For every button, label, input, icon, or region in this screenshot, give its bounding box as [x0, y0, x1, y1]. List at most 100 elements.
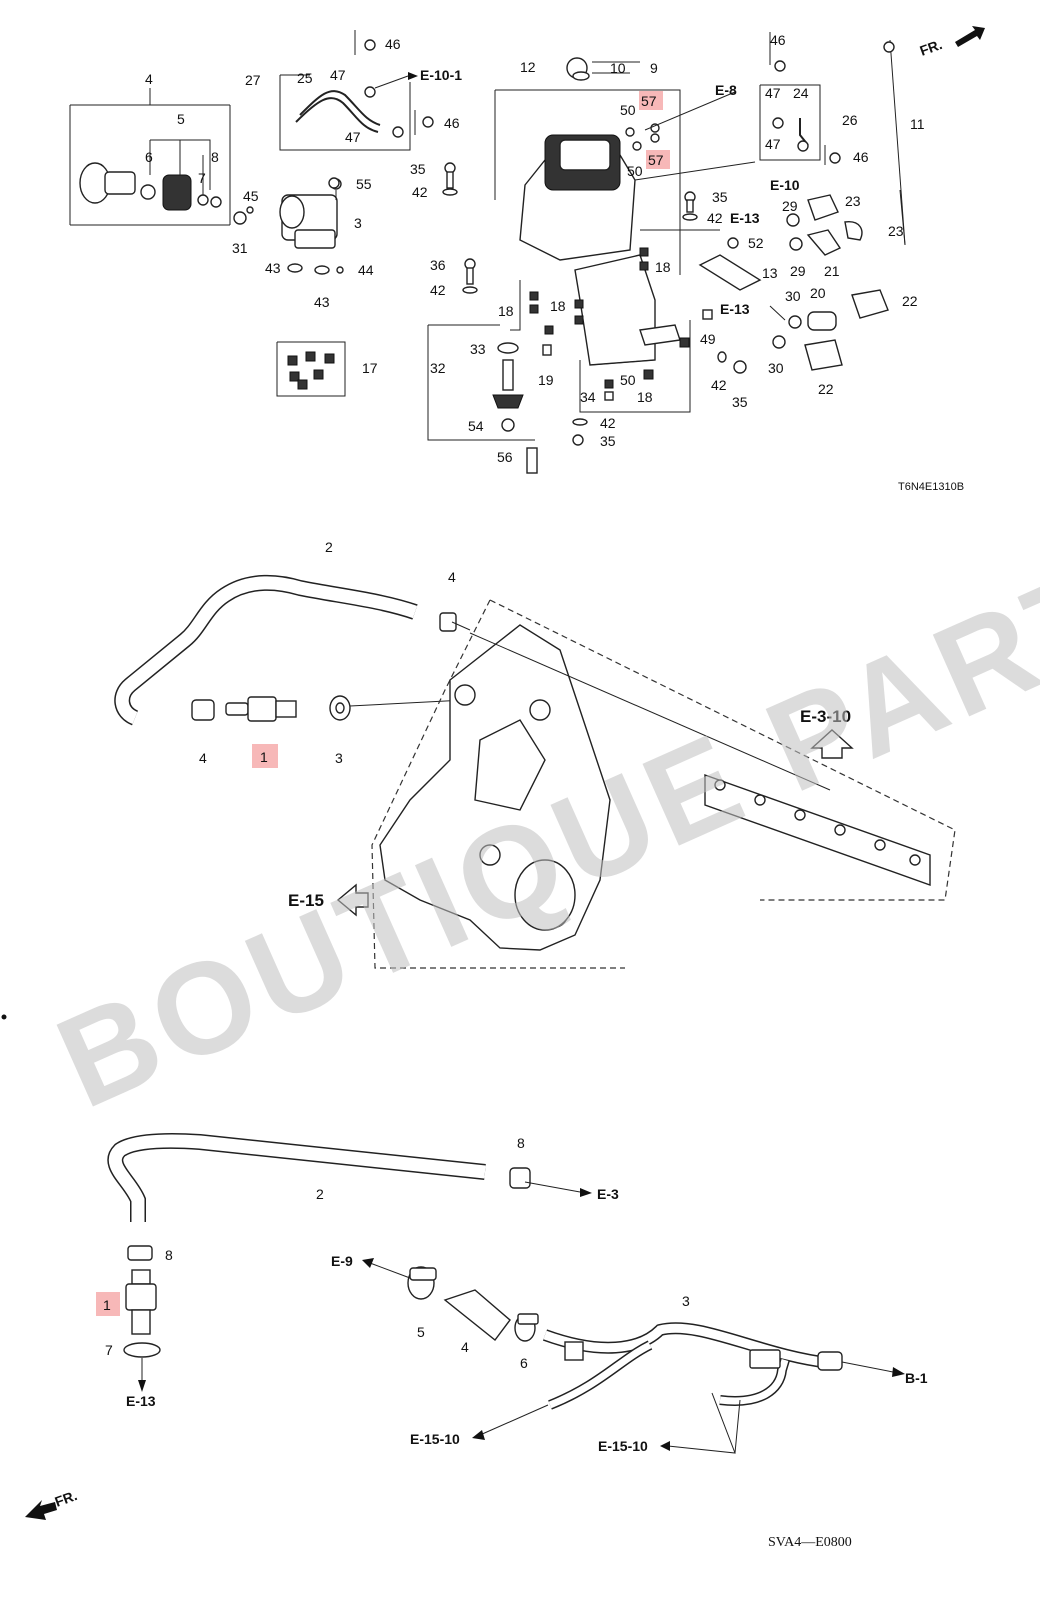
- callout-57-top: 57: [641, 93, 657, 109]
- callout-57-bottom: 57: [648, 152, 664, 168]
- svg-text:43: 43: [265, 260, 281, 276]
- highlight-part-1-lower: [96, 1292, 120, 1316]
- highlight-57-bottom: [646, 150, 670, 169]
- svg-text:25: 25: [297, 70, 313, 86]
- svg-text:19: 19: [538, 372, 554, 388]
- highlight-part-1: [252, 744, 278, 768]
- svg-text:18: 18: [550, 298, 566, 314]
- svg-text:47: 47: [345, 129, 361, 145]
- svg-text:7: 7: [198, 170, 206, 186]
- callout-hose-2-lower: 2: [316, 1186, 324, 1202]
- svg-text:26: 26: [842, 112, 858, 128]
- svg-text:22: 22: [818, 381, 834, 397]
- svg-text:42: 42: [711, 377, 727, 393]
- diagram-3: 8 2 8 1 7 5 4 6 3 E-3 E-9 E-13 B-1 E-15-…: [25, 1132, 928, 1550]
- svg-text:44: 44: [358, 262, 374, 278]
- callout-clamp-4-top: 4: [448, 569, 456, 585]
- svg-text:56: 56: [497, 449, 513, 465]
- callout-hose-2: 2: [325, 539, 333, 555]
- svg-text:52: 52: [748, 235, 764, 251]
- svg-text:18: 18: [498, 303, 514, 319]
- svg-text:13: 13: [762, 265, 778, 281]
- ref-e-10: E-10: [770, 177, 800, 193]
- front-direction-arrow: FR.: [918, 26, 985, 59]
- svg-text:30: 30: [785, 288, 801, 304]
- callout-clamp-5: 5: [417, 1324, 425, 1340]
- svg-text:50: 50: [627, 163, 643, 179]
- svg-text:18: 18: [655, 259, 671, 275]
- svg-text:50: 50: [620, 372, 636, 388]
- intake-manifold: [379, 624, 611, 951]
- svg-text:46: 46: [853, 149, 869, 165]
- ref-e-15-10-b: E-15-10: [598, 1438, 648, 1454]
- svg-text:29: 29: [790, 263, 806, 279]
- main-unit-12: [494, 57, 681, 366]
- svg-text:23: 23: [845, 193, 861, 209]
- ref-e-3: E-3: [597, 1186, 619, 1202]
- svg-text:42: 42: [412, 184, 428, 200]
- svg-text:11: 11: [910, 116, 925, 132]
- breather-hose-2: [108, 1134, 486, 1222]
- svg-text:35: 35: [600, 433, 616, 449]
- front-direction-arrow-lower: FR.: [25, 1487, 79, 1520]
- part-3-housing: [279, 178, 344, 275]
- callout-clamp-8-left: 8: [165, 1247, 173, 1263]
- svg-text:29: 29: [782, 198, 798, 214]
- svg-text:21: 21: [824, 263, 840, 279]
- callout-clamp-4-bottom: 4: [199, 750, 207, 766]
- group-4-box: [69, 88, 231, 226]
- svg-text:8: 8: [211, 149, 219, 165]
- washer-3: [329, 695, 466, 721]
- group-32-box: [427, 280, 691, 441]
- diagram-3-code: SVA4—E0800: [768, 1535, 852, 1550]
- clamp-8-left: [127, 1245, 153, 1261]
- svg-text:50: 50: [620, 102, 636, 118]
- svg-text:5: 5: [177, 111, 185, 127]
- svg-text:36: 36: [430, 257, 446, 273]
- ref-e-13-lower: E-13: [126, 1393, 156, 1409]
- hose-4: [443, 1289, 511, 1341]
- svg-text:9: 9: [650, 60, 658, 76]
- ref-e-15-10-a: E-15-10: [410, 1431, 460, 1447]
- parts-31-45: [233, 206, 254, 225]
- parts-46: [354, 30, 841, 165]
- ref-e-10-1: E-10-1: [420, 67, 462, 83]
- svg-text:46: 46: [444, 115, 460, 131]
- clamp-8-right: [509, 1167, 592, 1197]
- svg-text:30: 30: [768, 360, 784, 376]
- svg-text:31: 31: [232, 240, 248, 256]
- svg-text:46: 46: [770, 32, 786, 48]
- svg-text:22: 22: [902, 293, 918, 309]
- svg-text:35: 35: [410, 161, 426, 177]
- ref-e-13-b: E-13: [720, 301, 750, 317]
- callout-washer-7: 7: [105, 1342, 113, 1358]
- watermark: BOUTIQUE PARTS: [37, 499, 1040, 1136]
- callout-hose-4: 4: [461, 1339, 469, 1355]
- svg-text:47: 47: [765, 85, 781, 101]
- svg-text:42: 42: [707, 210, 723, 226]
- up-arrow-e-3-10: [810, 729, 854, 759]
- pcv-valve-1-lower: [123, 1269, 161, 1392]
- callout-tube-3: 3: [682, 1293, 690, 1309]
- svg-text:10: 10: [610, 60, 626, 76]
- callout-clamp-8-right: 8: [517, 1135, 525, 1151]
- svg-text:47: 47: [330, 67, 346, 83]
- svg-text:4: 4: [145, 71, 153, 87]
- svg-text:54: 54: [468, 418, 484, 434]
- svg-text:23: 23: [888, 223, 904, 239]
- ref-e-9: E-9: [331, 1253, 353, 1269]
- svg-text:18: 18: [637, 389, 653, 405]
- pcv-valve-1: [225, 696, 297, 722]
- callout-washer-3: 3: [335, 750, 343, 766]
- fr-label: FR.: [918, 36, 945, 59]
- stray-dot: [1, 1014, 7, 1020]
- clamp-5: [362, 1258, 437, 1300]
- ref-e-13-a: E-13: [730, 210, 760, 226]
- fuel-rail: [469, 632, 931, 886]
- callout-pcv-valve-1: 1: [260, 749, 268, 765]
- svg-text:49: 49: [700, 331, 716, 347]
- ref-e-15: E-15: [288, 891, 324, 910]
- svg-text:46: 46: [385, 36, 401, 52]
- clamp-4-bottom: [191, 699, 215, 721]
- ref-b-1: B-1: [905, 1370, 928, 1386]
